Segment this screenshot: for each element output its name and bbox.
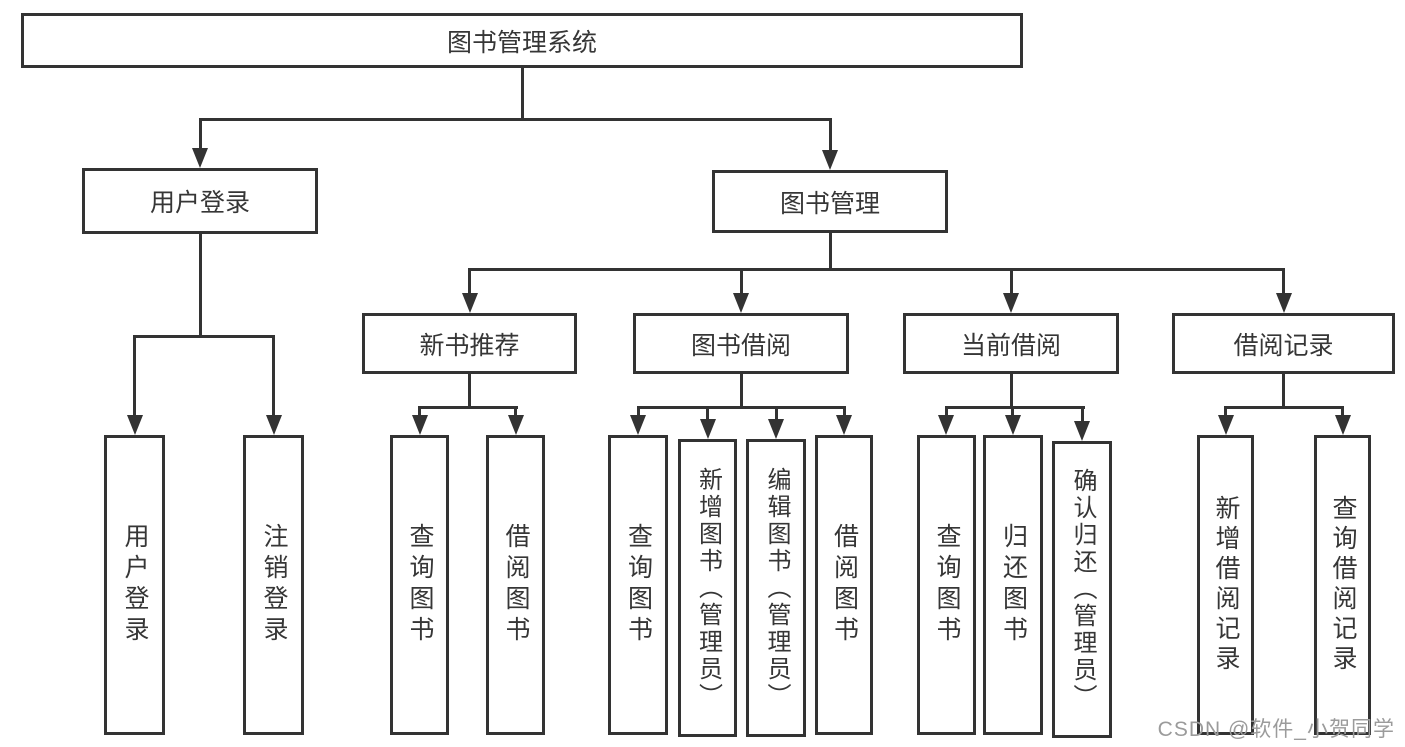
node-logout-login: 注销登录 xyxy=(243,435,304,735)
arrow-down-icon xyxy=(768,406,784,439)
arrow-down-icon xyxy=(630,406,646,435)
node-label: 归还图书 xyxy=(999,523,1028,647)
connector-vline xyxy=(198,234,202,338)
arrow-down-icon xyxy=(461,268,478,313)
arrow-down-icon xyxy=(1074,406,1090,441)
connector-hline xyxy=(418,406,518,409)
node-add-books-admin: 新增图书（管理员） xyxy=(678,439,737,737)
node-label: 图书借阅 xyxy=(690,331,791,360)
node-label: 借阅图书 xyxy=(830,523,859,647)
connector-hline xyxy=(468,268,1285,271)
watermark-text: CSDN @软件_小贺同学 xyxy=(1157,718,1395,741)
node-label: 用户登录 xyxy=(121,523,149,647)
node-user-login: 用户登录 xyxy=(104,435,165,735)
connector-vline xyxy=(1009,374,1013,409)
node-current-borrowing: 当前借阅 xyxy=(903,313,1119,374)
node-library-system: 图书管理系统 xyxy=(21,13,1023,68)
node-borrow-books-2: 借阅图书 xyxy=(815,435,873,735)
node-query-books-3: 查询图书 xyxy=(917,435,976,735)
arrow-down-icon xyxy=(1334,406,1351,435)
connector-hline xyxy=(944,406,1085,409)
node-edit-books-admin: 编辑图书（管理员） xyxy=(746,439,806,737)
node-book-borrowing: 图书借阅 xyxy=(633,313,849,374)
arrow-down-icon xyxy=(938,406,954,435)
connector-vline xyxy=(739,374,743,409)
node-book-management-branch: 图书管理 xyxy=(712,170,948,233)
node-query-books-2: 查询图书 xyxy=(608,435,668,735)
node-confirm-return-admin: 确认归还（管理员） xyxy=(1052,441,1112,738)
node-label: 查询图书 xyxy=(624,523,653,647)
node-label: 图书管理系统 xyxy=(446,28,597,57)
connector-vline xyxy=(1282,374,1285,409)
node-label: 确认归还（管理员） xyxy=(1069,468,1096,711)
node-query-books-1: 查询图书 xyxy=(390,435,449,735)
node-borrow-books-1: 借阅图书 xyxy=(486,435,545,735)
node-add-borrow-record: 新增借阅记录 xyxy=(1197,435,1254,735)
arrow-down-icon xyxy=(1275,268,1292,313)
connector-vline xyxy=(828,233,832,271)
node-label: 编辑图书（管理员） xyxy=(763,466,790,710)
node-label: 借阅图书 xyxy=(502,523,530,647)
arrow-down-icon xyxy=(733,268,749,313)
connector-vline xyxy=(520,67,524,121)
node-label: 查询图书 xyxy=(933,523,961,647)
connector-hline xyxy=(198,118,832,121)
arrow-down-icon xyxy=(822,118,838,170)
node-label: 查询图书 xyxy=(406,523,434,647)
node-user-login-branch: 用户登录 xyxy=(82,168,318,234)
arrow-down-icon xyxy=(1217,406,1234,435)
node-borrowing-records: 借阅记录 xyxy=(1172,313,1395,374)
node-label: 查询借阅记录 xyxy=(1329,495,1357,675)
arrow-down-icon xyxy=(192,118,208,168)
node-label: 借阅记录 xyxy=(1233,331,1334,360)
arrow-down-icon xyxy=(699,406,716,439)
node-label: 用户登录 xyxy=(149,189,250,217)
node-label: 新增借阅记录 xyxy=(1212,495,1240,675)
arrow-down-icon xyxy=(507,406,524,435)
node-new-book-recommendation: 新书推荐 xyxy=(362,313,577,374)
connector-hline xyxy=(1224,406,1344,409)
node-label: 注销登录 xyxy=(260,523,288,647)
connector-hline xyxy=(636,406,846,409)
connector-vline xyxy=(468,374,471,409)
arrow-down-icon xyxy=(411,406,428,435)
arrow-down-icon xyxy=(836,406,852,435)
arrow-down-icon xyxy=(1004,406,1021,435)
node-label: 当前借阅 xyxy=(960,331,1061,360)
node-query-borrow-record: 查询借阅记录 xyxy=(1314,435,1371,735)
arrow-down-icon xyxy=(265,335,282,435)
node-return-books: 归还图书 xyxy=(983,435,1043,735)
arrow-down-icon xyxy=(126,335,143,435)
node-label: 图书管理 xyxy=(779,189,880,218)
arrow-down-icon xyxy=(1003,268,1019,313)
connector-hline xyxy=(133,335,275,338)
node-label: 新增图书（管理员） xyxy=(694,466,722,710)
node-label: 新书推荐 xyxy=(419,331,520,360)
